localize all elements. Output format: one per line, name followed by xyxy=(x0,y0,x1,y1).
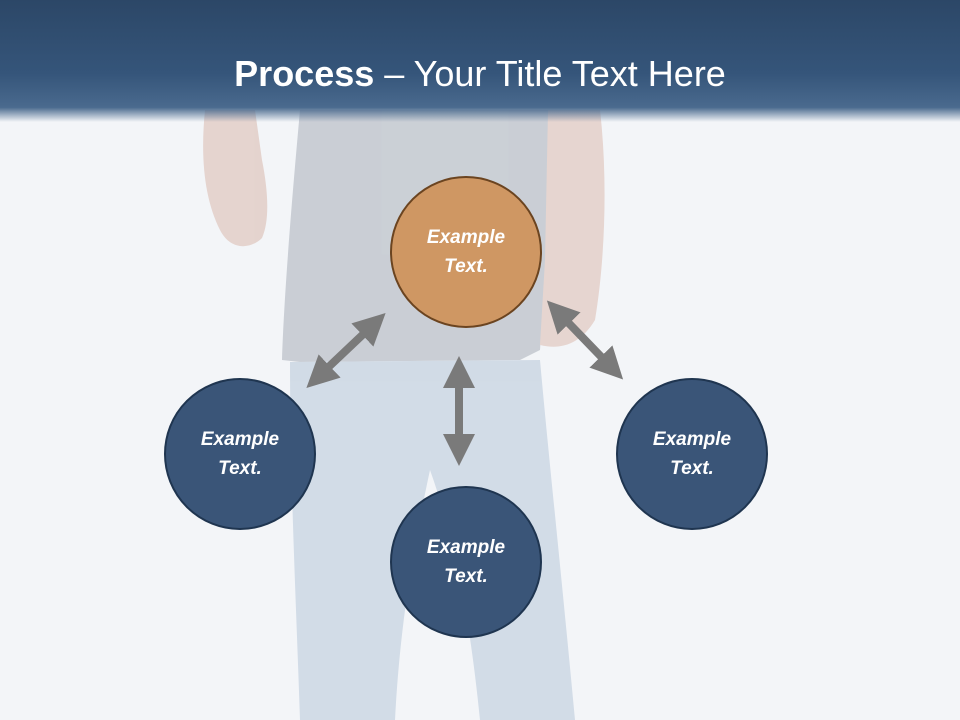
node-right-text: Example Text. xyxy=(652,429,732,479)
double-arrow-top-left xyxy=(306,313,386,388)
node-left-text: Example Text. xyxy=(200,429,280,479)
title-band xyxy=(0,0,960,122)
node-top-text: Example Text. xyxy=(426,227,506,277)
node-bottom-circle[interactable]: Example Text. xyxy=(390,486,542,638)
title-rest: – Your Title Text Here xyxy=(374,53,726,94)
node-bottom-text: Example Text. xyxy=(426,537,506,587)
slide-title: Process – Your Title Text Here xyxy=(0,52,960,96)
title-bold: Process xyxy=(234,53,375,94)
node-right-circle[interactable]: Example Text. xyxy=(616,378,768,530)
node-left-circle[interactable]: Example Text. xyxy=(164,378,316,530)
node-top-circle[interactable]: Example Text. xyxy=(390,176,542,328)
double-arrow-top-right xyxy=(546,300,624,380)
